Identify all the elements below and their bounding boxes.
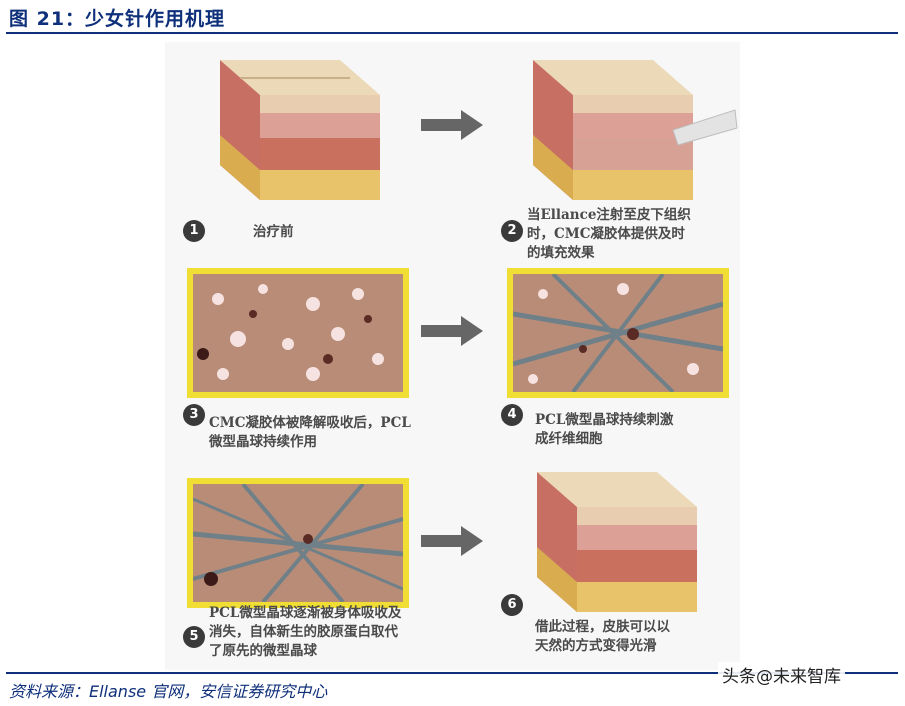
mechanism-figure: 1 治疗前 2 当Ellance注射至皮下组织时，CMC凝胶体提供及时的填充效果 <box>165 42 740 670</box>
watermark: 头条@未来智库 <box>718 662 845 687</box>
tissue-frame-3 <box>187 268 409 398</box>
skin-block-injection <box>533 60 738 200</box>
arrow-right-icon <box>421 110 483 140</box>
step-4-caption: PCL微型晶球持续刺激成纤维细胞 <box>535 412 674 447</box>
title-rule <box>6 32 898 34</box>
step-4-badge: 4 <box>501 404 523 426</box>
fibroblast-stimulation <box>513 274 723 392</box>
tissue-frame-4 <box>507 268 729 398</box>
page-title: 图 21：少女针作用机理 <box>9 8 226 30</box>
step-1-caption: 治疗前 <box>253 224 294 240</box>
step-2-badge: 2 <box>501 220 523 242</box>
step-3-badge: 3 <box>183 404 205 426</box>
skin-block-before <box>220 60 380 200</box>
source-note: 资料来源：Ellanse 官网，安信证券研究中心 <box>9 682 328 701</box>
step-1-badge: 1 <box>183 220 205 242</box>
step-6-caption: 借此过程，皮肤可以以天然的方式变得光滑 <box>535 619 670 654</box>
tissue-frame-5 <box>187 478 409 608</box>
arrow-right-icon <box>421 526 483 556</box>
step-5-badge: 5 <box>183 626 205 648</box>
step-2-caption: 当Ellance注射至皮下组织时，CMC凝胶体提供及时的填充效果 <box>527 207 691 261</box>
footer-rule <box>6 672 898 674</box>
microspheres-gel <box>197 284 384 381</box>
skin-block-after <box>537 472 697 612</box>
step-6-badge: 6 <box>501 594 523 616</box>
step-5-caption: PCL微型晶球逐渐被身体吸收及消失，自体新生的胶原蛋白取代了原先的微型晶球 <box>209 605 402 659</box>
arrow-right-icon <box>421 316 483 346</box>
collagen-replacement <box>193 484 403 602</box>
